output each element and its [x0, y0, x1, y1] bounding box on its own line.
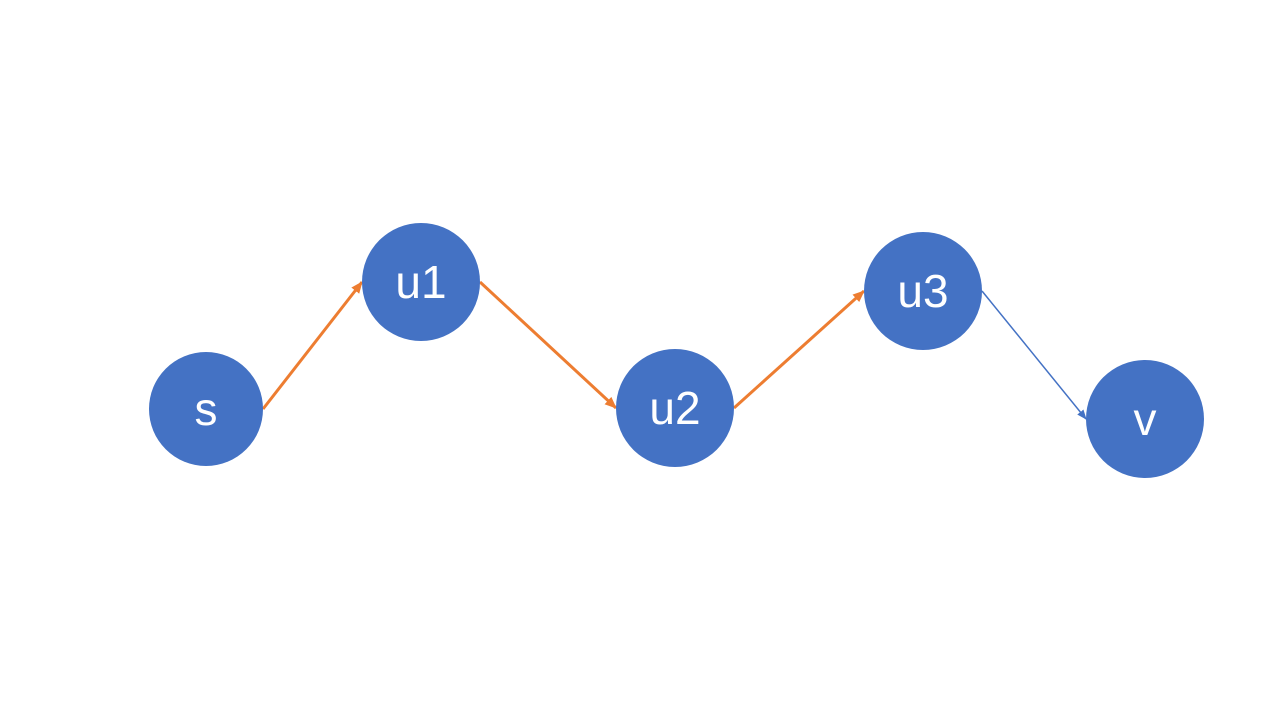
- node-circle-u3: [864, 232, 982, 350]
- node-u2: u2: [616, 349, 734, 467]
- node-circle-u1: [362, 223, 480, 341]
- node-circle-s: [149, 352, 263, 466]
- node-circle-u2: [616, 349, 734, 467]
- node-s: s: [149, 352, 263, 466]
- nodes-layer: s u1 u2 u3 v: [149, 223, 1204, 478]
- node-label-s: s: [195, 383, 218, 435]
- node-u3: u3: [864, 232, 982, 350]
- edge-s-u1: [261, 281, 364, 410]
- edge-u2-u3: [732, 289, 866, 410]
- edge-u1-u2: [478, 280, 618, 410]
- node-u1: u1: [362, 223, 480, 341]
- edges-layer: [261, 280, 1087, 420]
- node-v: v: [1086, 360, 1204, 478]
- node-label-u3: u3: [897, 265, 948, 317]
- node-label-u1: u1: [395, 256, 446, 308]
- edge-u3-v: [981, 290, 1087, 420]
- node-label-v: v: [1134, 393, 1157, 445]
- node-label-u2: u2: [649, 382, 700, 434]
- node-circle-v: [1086, 360, 1204, 478]
